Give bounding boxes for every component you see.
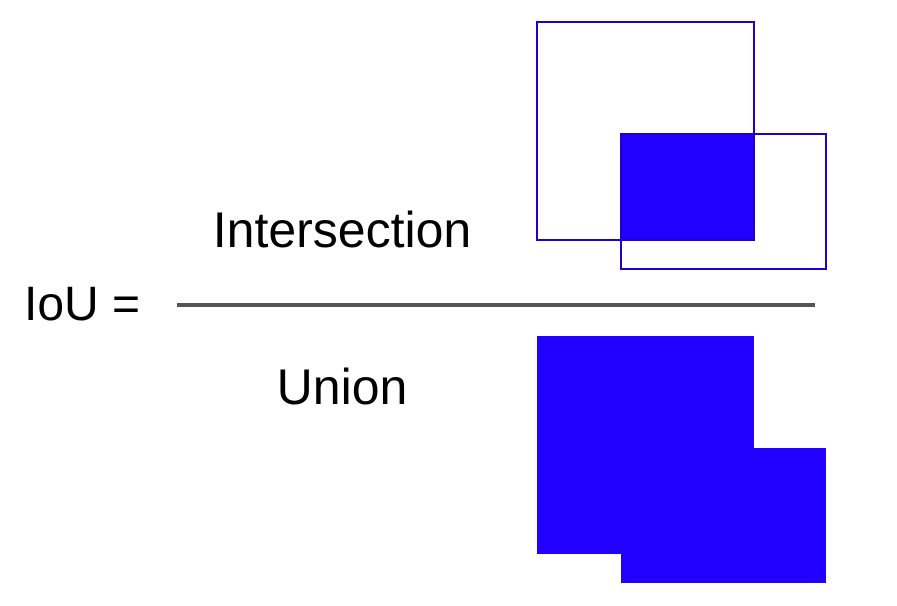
fraction-bar	[177, 303, 815, 307]
intersection-label: Intersection	[213, 202, 471, 258]
box-b-outline	[620, 133, 827, 270]
iou-label: IoU =	[24, 278, 140, 331]
box-a-outline	[536, 21, 755, 241]
union-fill	[537, 336, 826, 583]
intersection-illustration	[536, 21, 827, 270]
intersection-fill	[620, 133, 755, 241]
union-label: Union	[277, 359, 408, 415]
union-illustration	[537, 336, 826, 583]
